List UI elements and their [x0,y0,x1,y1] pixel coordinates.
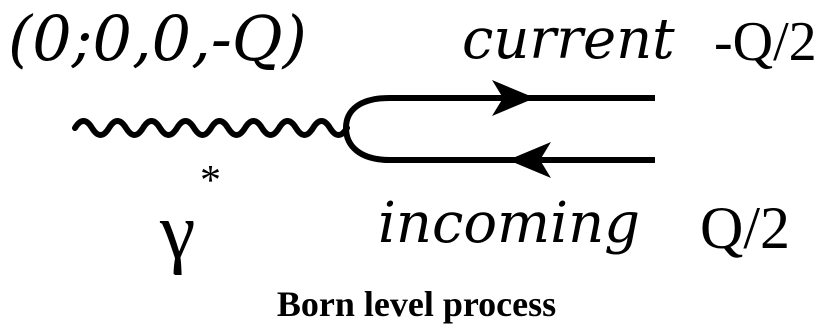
incoming-quark-label: incoming [378,191,640,256]
current-arrow-icon [492,80,535,116]
diagram-caption: Born level process [276,284,557,324]
photon-star: * [200,158,221,204]
incoming-charge-label: Q/2 [700,195,790,261]
photon-symbol: γ [160,188,196,276]
current-quark-line [343,95,655,129]
virtual-photon-line [72,118,350,138]
current-quark-label: current [462,7,675,72]
incoming-quark-line [343,127,655,163]
incoming-arrow-icon [508,142,551,178]
photon-momentum-label: (0;0,0,-Q) [8,2,307,75]
current-charge-label: -Q/2 [714,11,817,73]
